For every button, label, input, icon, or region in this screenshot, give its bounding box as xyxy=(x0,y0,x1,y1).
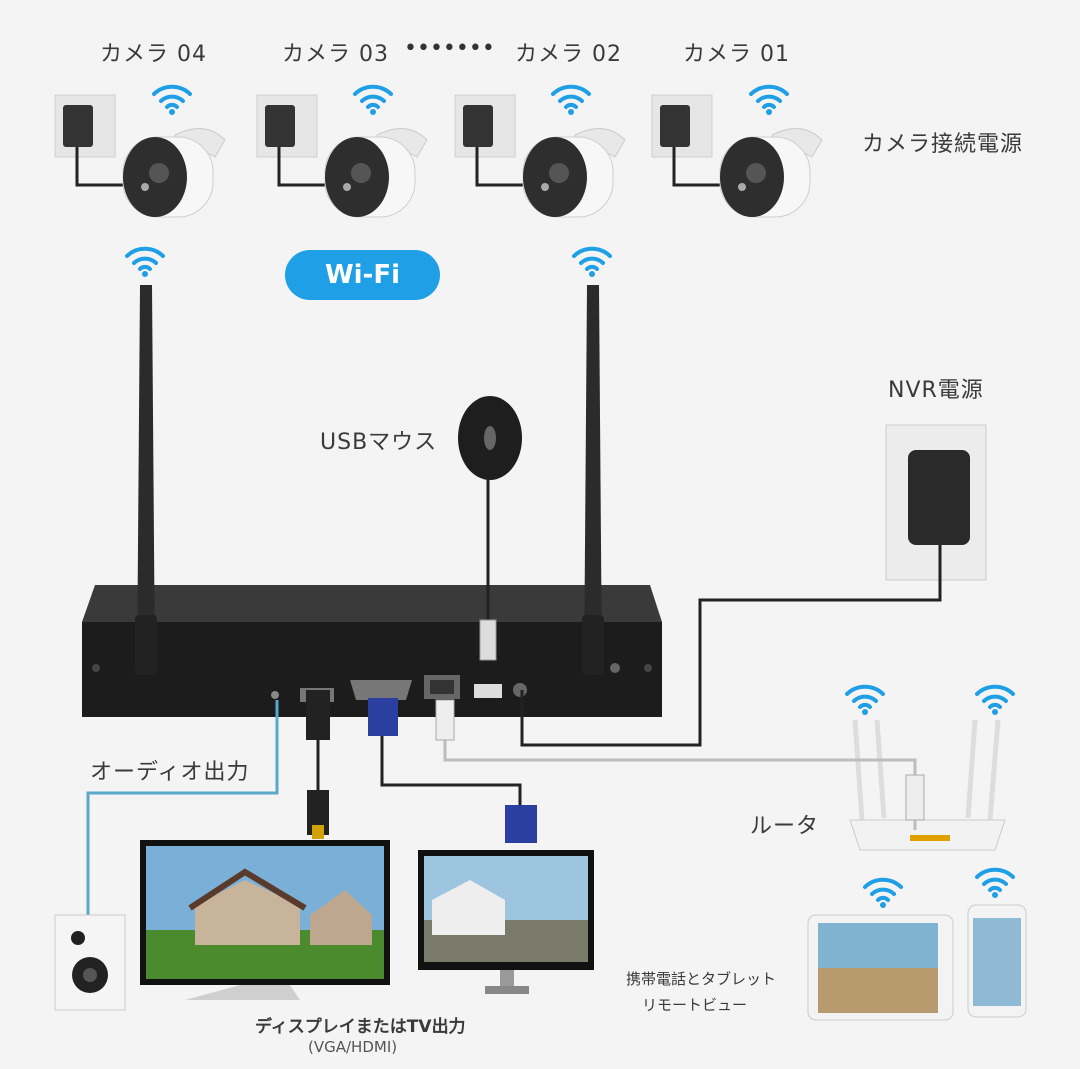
nvr-power-adapter xyxy=(520,424,987,747)
camera-03 xyxy=(255,93,429,219)
wifi-icon xyxy=(125,246,165,279)
display-label: ディスプレイまたはTV出力 xyxy=(255,1017,466,1037)
usb-mouse xyxy=(458,396,522,661)
wifi-icon xyxy=(975,684,1015,717)
camera-02 xyxy=(453,93,627,219)
camera-label: カメラ 03 xyxy=(282,42,389,67)
nvr-antenna-right xyxy=(582,285,604,675)
wifi-icon xyxy=(863,877,903,910)
router xyxy=(435,699,1006,851)
tablet xyxy=(807,914,954,1021)
camera-label: カメラ 02 xyxy=(515,42,622,67)
router-label: ルータ xyxy=(750,814,820,839)
usb-mouse-label: USBマウス xyxy=(320,430,438,455)
wifi-icon xyxy=(551,84,591,117)
wifi-icon xyxy=(353,84,393,117)
camera-dots: ••••••• xyxy=(404,36,495,61)
mobile-label-line2: リモートビュー xyxy=(642,996,748,1014)
camera-label: カメラ 01 xyxy=(683,42,790,67)
nvr-antenna-left xyxy=(135,285,157,675)
wifi-icon xyxy=(152,84,192,117)
tv-display xyxy=(140,840,390,1000)
monitor xyxy=(418,850,594,994)
camera-04 xyxy=(53,93,227,219)
camera-01 xyxy=(650,93,824,219)
audio-out-label: オーディオ出力 xyxy=(90,760,250,785)
nvr-power-label: NVR電源 xyxy=(888,378,984,403)
mobile-label-line1: 携帯電話とタブレット xyxy=(626,970,777,988)
wifi-badge: Wi-Fi xyxy=(285,250,440,300)
display-sub-label: (VGA/HDMI) xyxy=(308,1038,398,1056)
phone xyxy=(967,904,1027,1018)
wifi-icon xyxy=(572,246,612,279)
camera-power-label: カメラ接続電源 xyxy=(862,132,1024,157)
speaker xyxy=(54,700,279,1011)
nvr-recorder xyxy=(82,585,662,717)
camera-label: カメラ 04 xyxy=(100,42,207,67)
wifi-icon xyxy=(975,867,1015,900)
wifi-icon xyxy=(845,684,885,717)
wifi-icon xyxy=(749,84,789,117)
